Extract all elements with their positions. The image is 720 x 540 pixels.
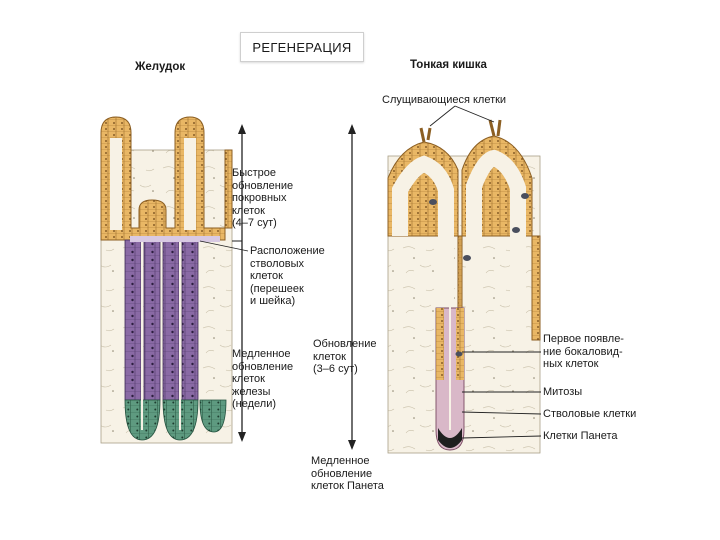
arrow-down-icon <box>238 432 246 442</box>
slow-renewal-label: Медленное обновление клеток железы (неде… <box>232 348 293 411</box>
shedding-cells-label: Слущивающиеся клетки <box>382 94 506 107</box>
stem-location-label: Расположение стволовых клеток (перешеек … <box>250 245 325 308</box>
middle-arrow <box>348 124 356 450</box>
renewal-label: Обновление клеток (3–6 сут) <box>313 338 377 376</box>
stomach-drawing <box>101 117 232 443</box>
paneth-cells-label: Клетки Панета <box>543 430 618 443</box>
paneth-slow-label: Медленное обновление клеток Панета <box>311 455 384 493</box>
fast-renewal-label: Быстрое обновление покровных клеток (4–7… <box>232 167 293 230</box>
arrow-down-icon <box>348 440 356 450</box>
mitoses-label: Митозы <box>543 386 582 399</box>
arrow-up-icon <box>238 124 246 134</box>
goblet-first-label: Первое появле- ние бокаловид- ных клеток <box>543 333 624 371</box>
arrow-up-icon <box>348 124 356 134</box>
goblet-cell-marker <box>456 352 463 357</box>
stomach-stem-zone <box>130 236 220 242</box>
intestine-drawing <box>388 120 540 453</box>
stem-cells-label: Стволовые клетки <box>543 408 636 421</box>
